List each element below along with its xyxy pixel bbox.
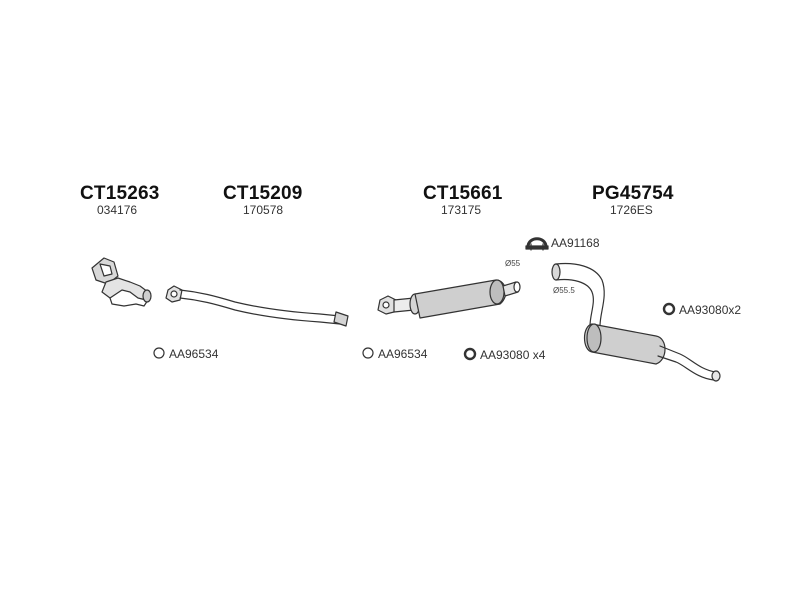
clamp-icon bbox=[525, 237, 549, 251]
ring-label-left: AA96534 bbox=[169, 347, 219, 361]
part-code-1: CT15263 bbox=[80, 183, 160, 204]
clamp-label: AA91168 bbox=[551, 236, 600, 250]
gasket-icon-mid bbox=[463, 347, 477, 361]
part-ref-3: 173175 bbox=[441, 203, 482, 217]
ring-label-mid: AA96534 bbox=[378, 347, 428, 361]
rear-silencer-drawing bbox=[551, 262, 721, 382]
centre-silencer-drawing bbox=[377, 279, 521, 319]
diameter-label-55-5: Ø55.5 bbox=[553, 286, 575, 295]
ring-icon-left bbox=[153, 347, 165, 359]
gasket-icon-right bbox=[662, 302, 676, 316]
gasket-label-mid: AA93080 x4 bbox=[480, 348, 546, 362]
part-code-3: CT15661 bbox=[423, 183, 503, 204]
part-code-2: CT15209 bbox=[223, 183, 303, 204]
front-pipe-drawing bbox=[165, 285, 349, 327]
gasket-label-right: AA93080x2 bbox=[679, 303, 742, 317]
ring-icon-mid bbox=[362, 347, 374, 359]
diameter-label-55: Ø55 bbox=[505, 259, 521, 268]
part-ref-1: 034176 bbox=[97, 203, 138, 217]
part-code-4: PG45754 bbox=[592, 183, 674, 204]
part-ref-4: 1726ES bbox=[610, 203, 653, 217]
downpipe-manifold-drawing bbox=[91, 257, 152, 307]
part-ref-2: 170578 bbox=[243, 203, 284, 217]
